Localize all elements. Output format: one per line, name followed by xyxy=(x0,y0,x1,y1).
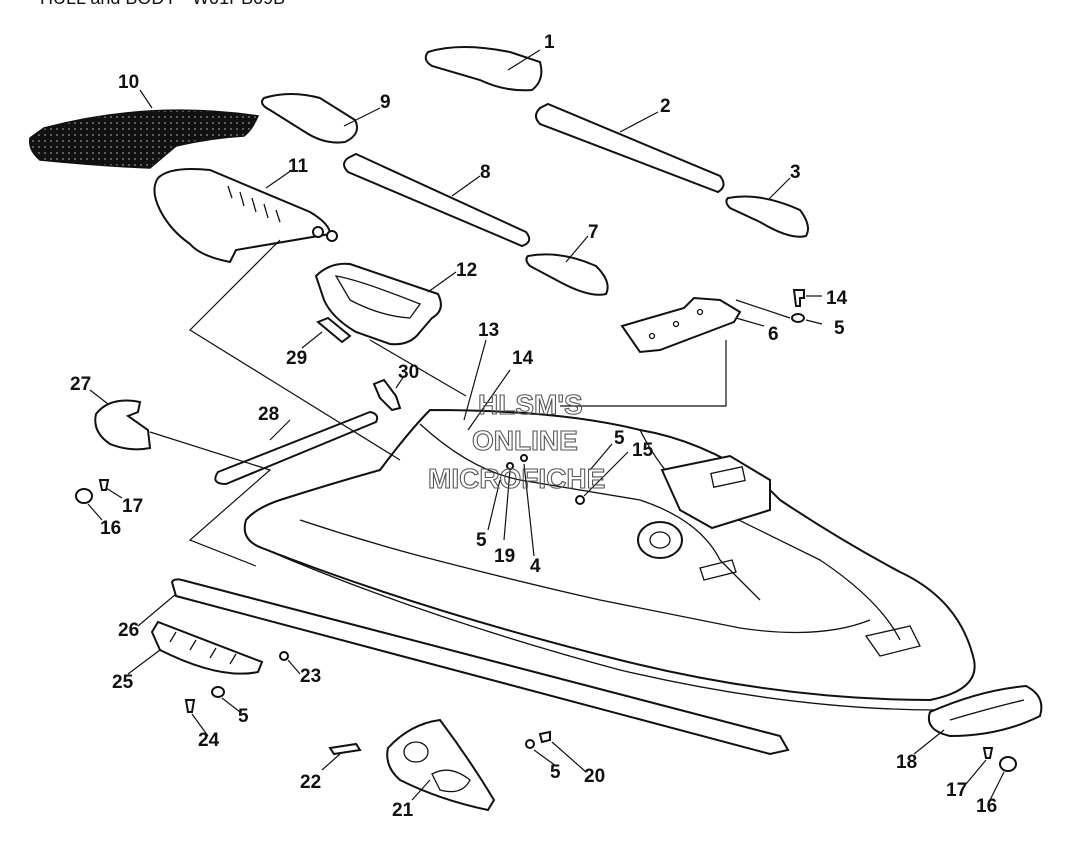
callout-25[interactable]: 25 xyxy=(112,672,134,693)
callout-15[interactable]: 15 xyxy=(632,440,654,461)
watermark: HLSM'S ONLINE MICROFICHE xyxy=(427,388,605,494)
callout-16-right[interactable]: 16 xyxy=(976,796,997,817)
part-2-strip[interactable] xyxy=(535,102,725,194)
part-8-strip[interactable] xyxy=(343,152,531,248)
callout-2[interactable]: 2 xyxy=(660,96,671,117)
part-25-trim[interactable] xyxy=(150,620,264,675)
callout-5[interactable]: 5 xyxy=(834,318,845,339)
part-7-pad[interactable] xyxy=(525,253,609,296)
diagram-title: HULL and BODY - W01PB09B xyxy=(40,0,285,9)
part-22-rivet[interactable] xyxy=(328,742,362,756)
part-9-pad[interactable] xyxy=(261,93,358,144)
callout-29[interactable]: 29 xyxy=(286,348,307,369)
part-6-bracket[interactable] xyxy=(620,296,742,354)
part-3-pad[interactable] xyxy=(725,195,809,238)
part-28-strip[interactable] xyxy=(214,410,379,486)
callout-17-right[interactable]: 17 xyxy=(946,780,967,801)
callout-28[interactable]: 28 xyxy=(258,404,279,425)
callout-labels: 1 2 3 4 5 6 7 8 9 10 11 12 13 14 15 16 1… xyxy=(70,32,997,821)
callout-6[interactable]: 6 xyxy=(768,324,779,345)
callout-23[interactable]: 23 xyxy=(300,666,321,687)
part-17-screw[interactable] xyxy=(98,479,110,491)
callout-5-center[interactable]: 5 xyxy=(476,530,487,551)
part-12-bin[interactable] xyxy=(314,262,442,346)
watermark-line-3: MICROFICHE xyxy=(428,463,605,494)
callout-27[interactable]: 27 xyxy=(70,374,91,395)
leader-lines xyxy=(87,49,1005,801)
callout-8[interactable]: 8 xyxy=(480,162,491,183)
callout-14-secondary[interactable]: 14 xyxy=(512,348,534,369)
callout-19[interactable]: 19 xyxy=(494,546,515,567)
callout-20[interactable]: 20 xyxy=(584,766,605,787)
part-11-handle[interactable] xyxy=(153,168,332,264)
callout-9[interactable]: 9 xyxy=(380,92,391,113)
part-20-screw[interactable] xyxy=(538,730,551,744)
callout-1[interactable]: 1 xyxy=(544,32,555,53)
part-30-bolt[interactable] xyxy=(372,378,402,412)
part-14-bolt[interactable] xyxy=(792,289,805,307)
part-5-washer[interactable] xyxy=(791,313,805,323)
callout-26[interactable]: 26 xyxy=(118,620,139,641)
callout-13[interactable]: 13 xyxy=(478,320,499,341)
callout-5-bottom[interactable]: 5 xyxy=(550,762,561,783)
callout-24[interactable]: 24 xyxy=(198,730,220,751)
part-26-rail[interactable] xyxy=(170,578,790,756)
callout-17[interactable]: 17 xyxy=(122,496,143,517)
callout-14[interactable]: 14 xyxy=(826,288,848,309)
part-10-mat[interactable] xyxy=(28,109,260,169)
callout-21[interactable]: 21 xyxy=(392,800,414,821)
watermark-line-1: HLSM'S xyxy=(478,389,583,420)
callout-12[interactable]: 12 xyxy=(456,260,477,281)
hull-body[interactable] xyxy=(243,408,976,702)
part-23-clip[interactable] xyxy=(279,651,289,661)
callout-5-left[interactable]: 5 xyxy=(238,706,249,727)
callout-3[interactable]: 3 xyxy=(790,162,801,183)
part-1-pad[interactable] xyxy=(424,46,543,92)
callout-22[interactable]: 22 xyxy=(300,772,321,793)
part-24-screw[interactable] xyxy=(184,699,196,713)
callout-4[interactable]: 4 xyxy=(530,556,541,577)
part-21-vent[interactable] xyxy=(386,718,496,812)
callout-16[interactable]: 16 xyxy=(100,518,121,539)
callout-5-deck[interactable]: 5 xyxy=(614,428,625,449)
callout-18[interactable]: 18 xyxy=(896,752,917,773)
callout-11[interactable]: 11 xyxy=(288,156,309,177)
callout-7[interactable]: 7 xyxy=(588,222,599,243)
part-27-cover[interactable] xyxy=(94,399,152,451)
callout-30[interactable]: 30 xyxy=(398,362,419,383)
callout-10[interactable]: 10 xyxy=(118,72,139,93)
part-16-cap[interactable] xyxy=(75,488,93,504)
part-29-clip[interactable] xyxy=(316,316,352,344)
part-18-bumper[interactable] xyxy=(928,684,1043,738)
watermark-line-2: ONLINE xyxy=(472,425,578,456)
